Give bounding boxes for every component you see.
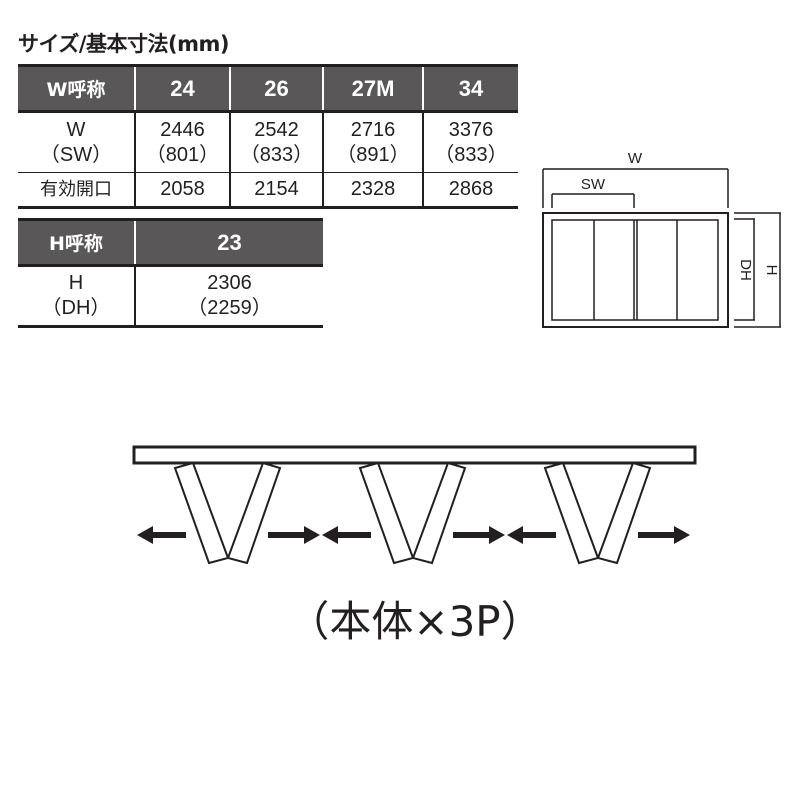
cell: 2542（833） (229, 111, 323, 173)
row-label: 有効開口 (18, 172, 135, 209)
table-row-w: W（SW） 2446（801） 2542（833） 2716（891） 3376… (18, 111, 518, 173)
table-row-h: H （DH） 2306 （2259） (18, 265, 323, 328)
value: （891） (336, 143, 410, 166)
open-arrow-right-head (489, 526, 505, 544)
cell: 2306 （2259） (134, 265, 323, 328)
header-cell: 24 (134, 64, 230, 113)
open-arrow-left-head (322, 526, 338, 544)
dh-dimension-label: DH (737, 259, 754, 281)
row-label: H （DH） (18, 265, 135, 328)
w-dimension-label: W (628, 150, 643, 167)
height-size-table: H呼称 23 H （DH） 2306 （2259） (18, 218, 323, 328)
plan-caption: （本体×3P） (287, 597, 543, 646)
door-frame-rail (132, 445, 697, 465)
header-cell: 27M (322, 64, 423, 113)
value: 2716 (350, 118, 396, 141)
value: （833） (239, 143, 314, 166)
cell: 2058 (134, 172, 230, 209)
value: 2306 (207, 272, 252, 294)
door-panel-right (411, 461, 467, 565)
door-panel-left (358, 461, 415, 565)
value: 3376 (448, 118, 494, 141)
cell: 2154 (229, 172, 323, 209)
header-cell: H呼称 (18, 218, 135, 267)
table-header-row: W呼称 24 26 27M 34 (18, 64, 518, 113)
cell: 2328 (322, 172, 423, 209)
folding-door-plan-diagram (132, 445, 697, 565)
label-line: W (66, 118, 86, 141)
door-panel-right (596, 461, 652, 565)
label-line: （SW） (39, 143, 113, 166)
table-header-row: H呼称 23 (18, 218, 323, 267)
value: （801） (145, 143, 220, 166)
door-panel-right (226, 461, 282, 565)
value: （833） (434, 143, 508, 166)
open-arrow-right-head (304, 526, 320, 544)
value: 2542 (254, 118, 299, 141)
section-title: サイズ/基本寸法(mm) (18, 32, 230, 56)
cell: 2716（891） (322, 111, 423, 173)
value: （2259） (187, 297, 272, 319)
open-arrow-left-head (137, 526, 153, 544)
front-elevation-diagram: W SW DH H (542, 150, 781, 328)
door-panel-left (173, 461, 230, 565)
header-cell: 23 (134, 218, 323, 267)
table-row-opening: 有効開口 2058 2154 2328 2868 (18, 172, 518, 209)
open-arrow-left-head (507, 526, 523, 544)
label-line: （DH） (41, 297, 111, 319)
header-cell: W呼称 (18, 64, 135, 113)
cell: 3376（833） (422, 111, 518, 173)
sw-dimension-label: SW (581, 176, 606, 193)
header-cell: 26 (229, 64, 323, 113)
h-dimension-label: H (763, 265, 780, 276)
row-label: W（SW） (18, 111, 135, 173)
door-panel-left (543, 461, 600, 565)
width-size-table: W呼称 24 26 27M 34 W（SW） 2446（801） 2542（83… (18, 64, 518, 209)
value: 2446 (160, 118, 205, 141)
cell: 2446（801） (134, 111, 230, 173)
open-arrow-right-head (674, 526, 690, 544)
header-cell: 34 (422, 64, 518, 113)
cell: 2868 (422, 172, 518, 209)
label-line: H (68, 272, 84, 294)
